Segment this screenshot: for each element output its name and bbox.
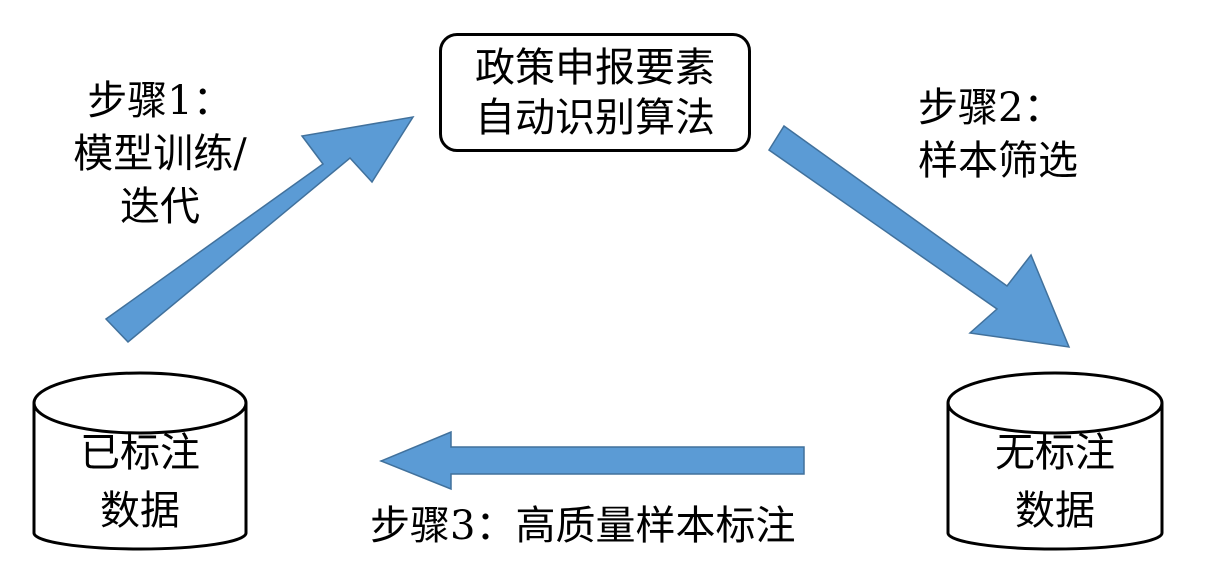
cylinder-unlabeled-data xyxy=(946,371,1164,551)
step2-desc: 样本筛选 xyxy=(918,138,1078,184)
algorithm-box: 政策申报要素 自动识别算法 xyxy=(439,33,751,152)
arrow-annotate xyxy=(379,430,805,491)
labeled-data-line1: 已标注 xyxy=(80,430,200,476)
step1-label: 步骤1： 模型训练/ 迭代 xyxy=(50,75,270,234)
arrow-train xyxy=(104,115,415,344)
step3-label: 步骤3：高质量样本标注 xyxy=(370,503,796,549)
step1-desc-line1: 模型训练/ xyxy=(73,131,247,177)
arrow-select xyxy=(767,124,1071,348)
algorithm-box-line2: 自动识别算法 xyxy=(475,94,715,141)
step1-title: 步骤1： xyxy=(87,78,233,124)
unlabeled-data-line1: 无标注 xyxy=(995,430,1115,476)
step2-label: 步骤2： 样本筛选 xyxy=(918,82,1078,188)
unlabeled-data-line2: 数据 xyxy=(1015,488,1095,534)
step2-title: 步骤2： xyxy=(918,85,1064,131)
step1-desc-line2: 迭代 xyxy=(120,184,200,230)
labeled-data-label: 已标注 数据 xyxy=(32,424,248,540)
cylinder-labeled-data xyxy=(32,371,248,551)
labeled-data-line2: 数据 xyxy=(100,488,180,534)
algorithm-box-line1: 政策申报要素 xyxy=(475,44,715,91)
unlabeled-data-label: 无标注 数据 xyxy=(946,424,1164,540)
